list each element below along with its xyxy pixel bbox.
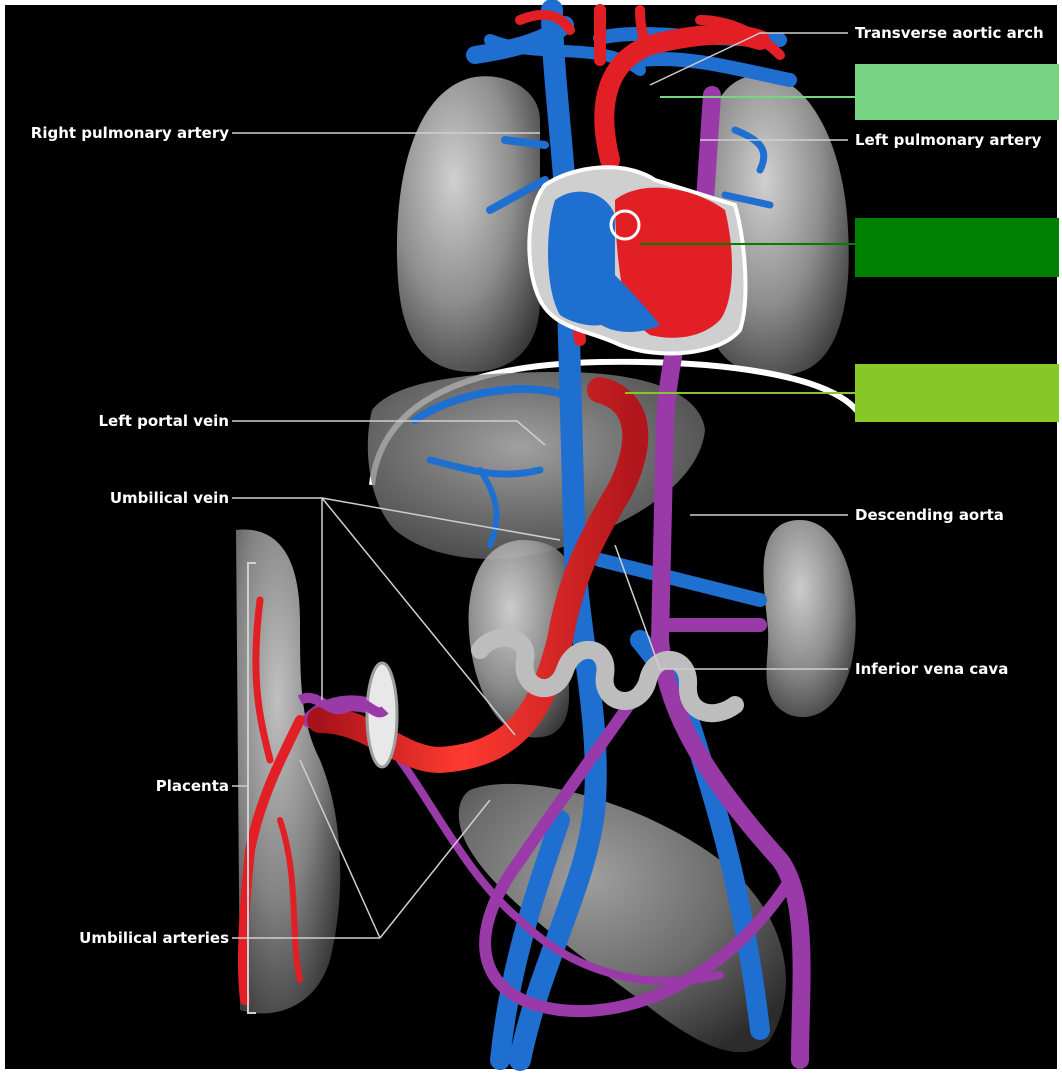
label-left-portal-vein: Left portal vein (24, 412, 229, 430)
label-placenta: Placenta (24, 777, 229, 795)
answer-box-1[interactable] (855, 64, 1059, 120)
label-descending-aorta: Descending aorta (855, 506, 1004, 524)
label-transverse-aortic-arch: Transverse aortic arch (855, 24, 1044, 42)
label-umbilical-vein: Umbilical vein (24, 489, 229, 507)
answer-box-2[interactable] (855, 218, 1059, 277)
answer-box-3[interactable] (855, 364, 1059, 422)
label-inferior-vena-cava: Inferior vena cava (855, 660, 1008, 678)
label-umbilical-arteries: Umbilical arteries (24, 929, 229, 947)
label-left-pulmonary-artery: Left pulmonary artery (855, 131, 1041, 149)
label-right-pulmonary-artery: Right pulmonary artery (24, 124, 229, 142)
